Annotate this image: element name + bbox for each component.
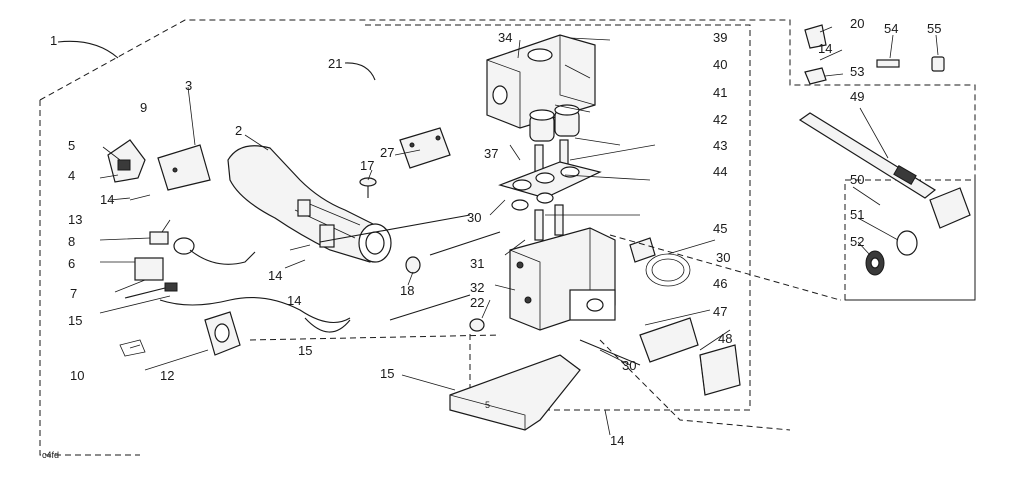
callout-label: 49 bbox=[850, 89, 864, 104]
callout-label: 3 bbox=[185, 78, 192, 93]
callout-label: 14 bbox=[100, 192, 114, 207]
callout-label: 15 bbox=[68, 313, 82, 328]
screw-17-part bbox=[359, 177, 377, 198]
callout-label: 12 bbox=[160, 368, 174, 383]
callout-label: 50 bbox=[850, 172, 864, 187]
dash-connector-lines bbox=[249, 234, 841, 431]
solenoid-coil-part bbox=[529, 104, 580, 142]
callout-label: 30 bbox=[716, 250, 730, 265]
knob-22-part bbox=[469, 318, 485, 332]
callout-label: 34 bbox=[498, 30, 512, 45]
callout-label: 5 bbox=[68, 138, 75, 153]
sub-assembly-boundary bbox=[365, 24, 751, 411]
callout-label: 30 bbox=[622, 358, 636, 373]
callout-label: 47 bbox=[713, 304, 727, 319]
callout-label: 30 bbox=[467, 210, 481, 225]
clip-20-part bbox=[804, 24, 827, 49]
burner-group-boundary bbox=[844, 179, 976, 301]
callout-label: 14 bbox=[287, 293, 301, 308]
bracket-part bbox=[157, 144, 211, 191]
callout-label: 27 bbox=[380, 145, 394, 160]
callout-label: 21 bbox=[328, 56, 342, 71]
igniter-part bbox=[149, 231, 256, 265]
gas-valve-body-part bbox=[509, 227, 616, 331]
callout-label: 46 bbox=[713, 276, 727, 291]
callout-label: 15 bbox=[298, 343, 312, 358]
corner-code: c4fd bbox=[42, 450, 59, 460]
callout-label: 53 bbox=[850, 64, 864, 79]
callout-label: 15 bbox=[380, 366, 394, 381]
callout-label: 20 bbox=[850, 16, 864, 31]
thermocouple-part bbox=[204, 311, 241, 356]
callout-label: 14 bbox=[610, 433, 624, 448]
callout-label: 45 bbox=[713, 221, 727, 236]
callout-label: 14 bbox=[268, 268, 282, 283]
assembly-21-leader bbox=[344, 62, 376, 81]
nut-18-part bbox=[405, 256, 421, 274]
callout-label: 43 bbox=[713, 138, 727, 153]
callout-label: 1 bbox=[50, 33, 57, 48]
callout-label: 31 bbox=[470, 256, 484, 271]
callout-label: 9 bbox=[140, 100, 147, 115]
callout-label: 54 bbox=[884, 21, 898, 36]
plunger-gasket-part bbox=[498, 139, 602, 211]
strip-54-part bbox=[876, 59, 900, 68]
o-ring-part bbox=[645, 253, 691, 287]
assembly-1-leader bbox=[57, 40, 119, 59]
callout-label: 42 bbox=[713, 112, 727, 127]
valve-stem-part bbox=[534, 204, 564, 241]
pilot-assembly-part bbox=[124, 257, 351, 324]
callout-label: 4 bbox=[68, 168, 75, 183]
burner-fitting-part bbox=[865, 187, 971, 276]
cap-55-part bbox=[931, 56, 945, 72]
clip-53-part bbox=[804, 67, 827, 85]
callout-label: 14 bbox=[818, 41, 832, 56]
callout-label: 41 bbox=[713, 85, 727, 100]
callout-label: 17 bbox=[360, 158, 374, 173]
fitting-part bbox=[119, 339, 146, 357]
svg-text:5: 5 bbox=[485, 400, 490, 410]
plug-part bbox=[629, 237, 656, 263]
switch-part bbox=[639, 317, 741, 396]
callout-label: 18 bbox=[400, 283, 414, 298]
callout-label: 51 bbox=[850, 207, 864, 222]
callout-label: 40 bbox=[713, 57, 727, 72]
callout-label: 44 bbox=[713, 164, 727, 179]
callout-label: 7 bbox=[70, 286, 77, 301]
callout-label: 48 bbox=[718, 331, 732, 346]
callout-label: 10 bbox=[70, 368, 84, 383]
pilot-bracket-part bbox=[107, 139, 146, 183]
leader-lines bbox=[99, 26, 939, 436]
callout-label: 13 bbox=[68, 212, 82, 227]
callout-label: 6 bbox=[68, 256, 75, 271]
callout-label: 52 bbox=[850, 234, 864, 249]
orifice-pipe-part bbox=[798, 112, 937, 199]
mounting-bracket-part: 5 bbox=[449, 354, 581, 431]
callout-label: 8 bbox=[68, 234, 75, 249]
callout-label: 22 bbox=[470, 295, 484, 310]
callout-label: 32 bbox=[470, 280, 484, 295]
wire-lines bbox=[304, 214, 641, 366]
cover-plate-part bbox=[399, 127, 451, 169]
callout-label: 39 bbox=[713, 30, 727, 45]
callout-label: 2 bbox=[235, 123, 242, 138]
callout-label: 37 bbox=[484, 146, 498, 161]
callout-label: 55 bbox=[927, 21, 941, 36]
